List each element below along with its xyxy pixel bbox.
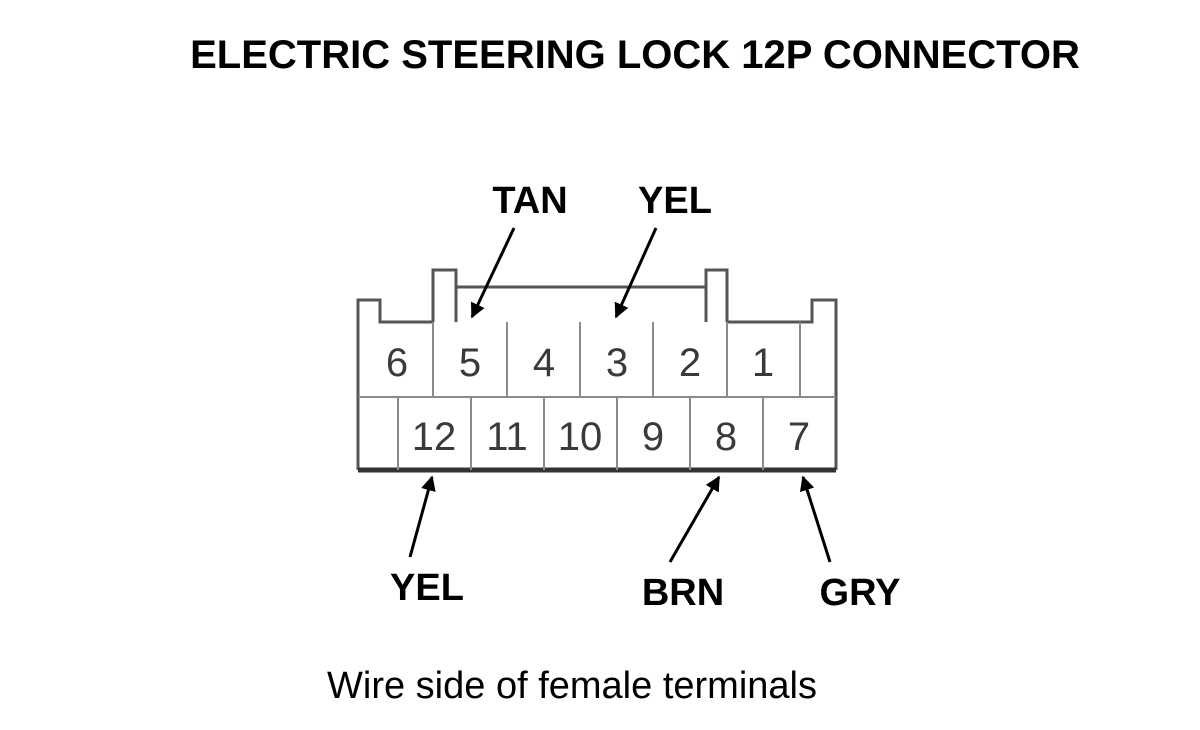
arrow-terminal-5 <box>470 227 516 319</box>
terminal-8: 8 <box>715 415 737 459</box>
arrow-terminal-8 <box>668 475 721 563</box>
terminal-1: 1 <box>752 341 774 385</box>
wire-label-terminal-3: YEL <box>638 180 712 222</box>
terminal-4: 4 <box>533 341 555 385</box>
wire-label-terminal-12: YEL <box>390 567 464 609</box>
terminal-6: 6 <box>386 341 408 385</box>
wire-label-terminal-8: BRN <box>642 572 724 614</box>
terminal-12: 12 <box>412 415 457 459</box>
connector-housing <box>356 268 838 473</box>
arrow-terminal-7 <box>799 475 832 563</box>
arrow-terminal-3 <box>614 227 658 319</box>
terminal-9: 9 <box>642 415 664 459</box>
diagram-title: ELECTRIC STEERING LOCK 12P CONNECTOR <box>190 33 1080 77</box>
terminal-10: 10 <box>558 415 603 459</box>
terminal-5: 5 <box>459 341 481 385</box>
terminal-7: 7 <box>788 415 810 459</box>
arrow-terminal-12 <box>408 475 436 558</box>
wire-label-terminal-7: GRY <box>820 572 901 614</box>
wire-label-terminal-5: TAN <box>492 180 567 222</box>
terminal-3: 3 <box>606 341 628 385</box>
diagram-caption: Wire side of female terminals <box>327 665 817 707</box>
terminal-2: 2 <box>679 341 701 385</box>
terminal-11: 11 <box>486 415 528 459</box>
